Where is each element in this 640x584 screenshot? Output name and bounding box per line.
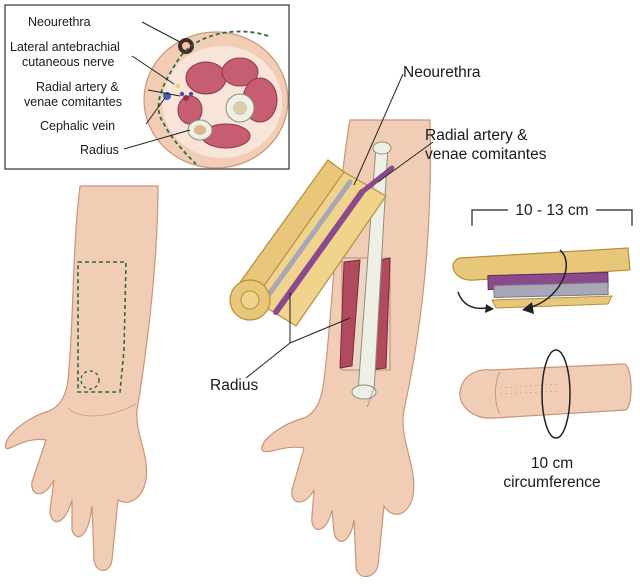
- main-leader-lines: [245, 73, 434, 379]
- inset-panel: Neourethra Lateral antebrachial cutaneou…: [4, 4, 290, 170]
- inset-label-cephalic-vein: Cephalic vein: [40, 119, 115, 133]
- label-radial-artery-2: venae comitantes: [425, 146, 547, 163]
- circumference-ring: [541, 349, 571, 439]
- forearm-cross-section: [143, 30, 289, 169]
- inset-leader-lines: [123, 21, 191, 150]
- label-circumference-2: circumference: [503, 474, 600, 491]
- label-radius: Radius: [210, 377, 258, 394]
- label-radial-artery-1: Radial artery &: [425, 127, 528, 144]
- middle-arm: ~~~~: [261, 119, 432, 578]
- flap-outline-left: [77, 261, 127, 393]
- label-neourethra: Neourethra: [403, 64, 481, 81]
- label-length: 10 - 13 cm: [515, 202, 588, 219]
- left-arm: [5, 185, 159, 572]
- neourethra-tube: [259, 179, 353, 307]
- neophallus-diagram: 10 cm circumference: [459, 349, 632, 491]
- flap-outline-dashed: [157, 30, 269, 165]
- inset-label-neourethra: Neourethra: [28, 15, 91, 29]
- muscle-left: [339, 259, 361, 369]
- inset-label-radial-artery-2: venae comitantes: [24, 95, 122, 109]
- label-circumference-1: 10 cm: [531, 455, 573, 472]
- rolled-tube-diagram: 10 - 13 cm: [452, 201, 633, 314]
- tube-flap: [229, 159, 395, 327]
- inset-label-lateral-nerve-1: Lateral antebrachial: [10, 40, 120, 54]
- inset-label-lateral-nerve-2: cutaneous nerve: [22, 55, 114, 69]
- inset-label-radius: Radius: [80, 143, 119, 157]
- inset-label-radial-artery-1: Radial artery &: [36, 80, 119, 94]
